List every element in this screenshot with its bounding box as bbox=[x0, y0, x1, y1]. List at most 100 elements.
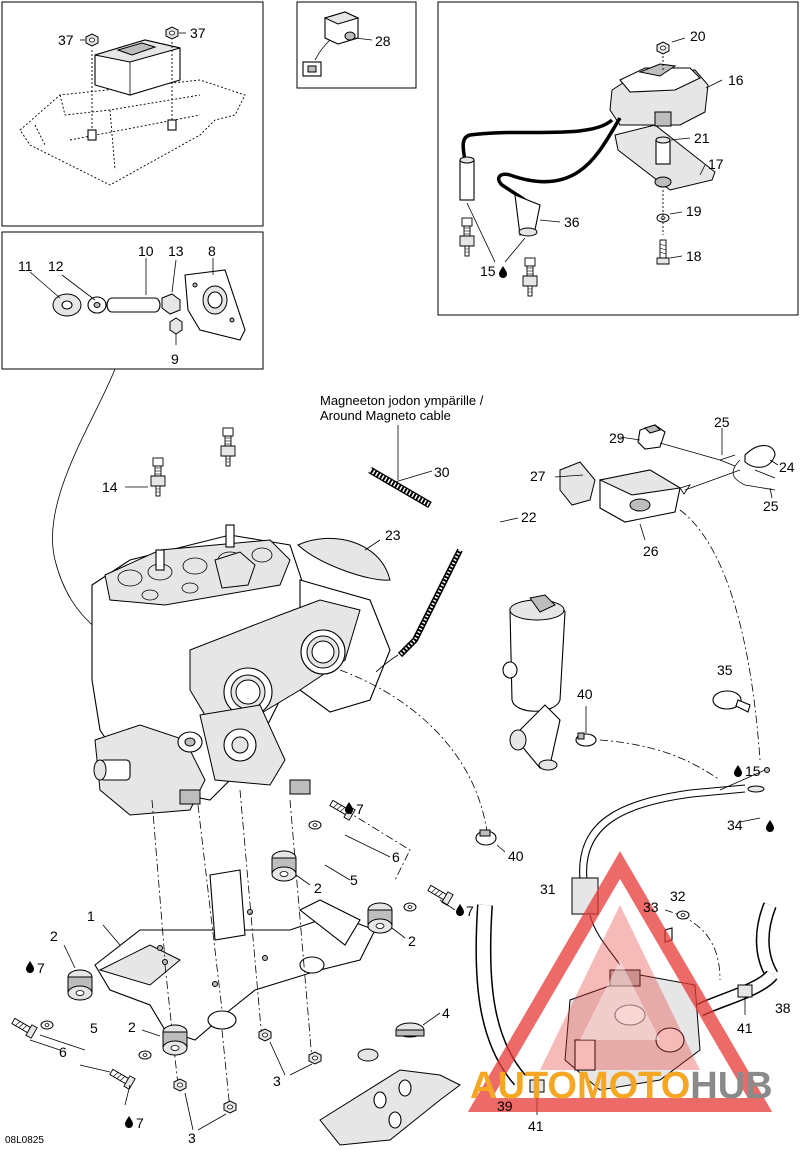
callout-8: 8 bbox=[208, 243, 216, 259]
fluid-drop-icon bbox=[125, 1116, 133, 1128]
clamp-35 bbox=[712, 690, 751, 713]
watermark-text: AUTOMOTOHUB bbox=[470, 1065, 773, 1107]
callout-39: 39 bbox=[497, 1098, 513, 1114]
watermark-auto: AUTO bbox=[470, 1065, 577, 1107]
callout-13: 13 bbox=[168, 243, 184, 259]
callout-23: 23 bbox=[385, 527, 401, 543]
oil-pump-drawing bbox=[564, 969, 701, 1091]
callout-25-bottom: 25 bbox=[763, 498, 779, 514]
callout-6-top: 6 bbox=[392, 849, 400, 865]
callout-11: 11 bbox=[18, 258, 33, 274]
callout-21: 21 bbox=[694, 130, 710, 146]
washer-20-icon bbox=[656, 41, 670, 55]
callout-2-left: 2 bbox=[50, 928, 58, 944]
connector-28-drawing bbox=[302, 11, 373, 77]
oil-tank-drawing bbox=[502, 594, 566, 771]
callout-9: 9 bbox=[171, 351, 179, 367]
callout-41-right: 41 bbox=[737, 1020, 753, 1036]
callout-7-bottom: 7 bbox=[136, 1115, 144, 1131]
harness-drawing bbox=[554, 424, 779, 761]
callout-7-mid: 7 bbox=[466, 903, 474, 919]
washer-32-icon bbox=[676, 910, 690, 920]
callout-19: 19 bbox=[686, 203, 702, 219]
nut-37-right-icon bbox=[165, 26, 179, 40]
rubber-mount-2-mid-icon bbox=[367, 902, 393, 934]
tie-strap-30 bbox=[368, 466, 433, 509]
clamp-40-upper bbox=[575, 706, 597, 747]
support-bracket bbox=[319, 1069, 461, 1146]
electrical-box-drawing bbox=[19, 39, 246, 186]
ignition-coil-drawing bbox=[459, 63, 716, 237]
cover-23 bbox=[297, 538, 391, 581]
callout-14: 14 bbox=[102, 479, 118, 495]
callout-31: 31 bbox=[540, 881, 556, 897]
stopper-4 bbox=[357, 1012, 441, 1062]
callout-28: 28 bbox=[375, 33, 391, 49]
frame-connector-28 bbox=[296, 1, 417, 89]
callout-37-right: 37 bbox=[190, 25, 206, 41]
callout-25-top: 25 bbox=[714, 414, 730, 430]
nut-3-a-icon bbox=[258, 1028, 272, 1042]
frame-rave-detail bbox=[1, 231, 264, 370]
ignition-coil-leaders bbox=[466, 37, 723, 263]
annotation-line-1: Magneeton jodon ympärille / bbox=[320, 393, 484, 408]
bolt-18-icon bbox=[656, 239, 670, 265]
callout-40-upper: 40 bbox=[577, 686, 593, 702]
callout-5-left: 5 bbox=[90, 1020, 98, 1036]
annotation-line-2: Around Magneto cable bbox=[320, 408, 451, 423]
callout-26: 26 bbox=[643, 543, 659, 559]
callout-16: 16 bbox=[728, 72, 744, 88]
washer-5-mid-icon bbox=[403, 902, 417, 912]
nut-3-d-icon bbox=[223, 1100, 237, 1114]
fluid-drop-icon bbox=[766, 820, 774, 832]
callout-4: 4 bbox=[442, 1005, 450, 1021]
bolt-6-low bbox=[107, 1066, 136, 1090]
frame-ignition-coil bbox=[437, 1, 799, 316]
callout-41-bottom: 41 bbox=[528, 1118, 544, 1134]
bolt-6-left bbox=[9, 1015, 38, 1039]
callout-30: 30 bbox=[434, 464, 450, 480]
callout-33: 33 bbox=[643, 899, 659, 915]
spark-plug-15-b-icon bbox=[522, 257, 538, 297]
callout-32: 32 bbox=[670, 888, 686, 904]
fluid-drop-icon bbox=[456, 904, 464, 916]
spark-plug-15-a-icon bbox=[459, 217, 475, 257]
callout-15-lower: 15 bbox=[745, 763, 761, 779]
callout-1: 1 bbox=[87, 908, 95, 924]
callout-2-top: 2 bbox=[314, 880, 322, 896]
callout-7-top: 7 bbox=[356, 801, 364, 817]
callout-17: 17 bbox=[708, 156, 724, 172]
watermark-logo bbox=[467, 851, 773, 1112]
rubber-mount-2-left-icon bbox=[67, 969, 93, 1001]
washer-5-top-icon bbox=[308, 820, 322, 830]
callout-3-right: 3 bbox=[273, 1073, 281, 1089]
callout-40-lower: 40 bbox=[508, 848, 524, 864]
callout-27: 27 bbox=[530, 468, 546, 484]
clamp-41-bottom bbox=[529, 1079, 545, 1115]
nut-3-b-icon bbox=[308, 1051, 322, 1065]
clamp-40-lower bbox=[475, 829, 506, 853]
callout-36: 36 bbox=[564, 214, 580, 230]
watermark-moto: MOTO bbox=[577, 1065, 690, 1107]
frame-electrical-box bbox=[1, 1, 264, 227]
callout-24: 24 bbox=[779, 459, 795, 475]
fluid-drop-icon bbox=[499, 266, 507, 278]
nut-3-c-icon bbox=[173, 1078, 187, 1092]
callout-10: 10 bbox=[138, 243, 154, 259]
fluid-drop-icon bbox=[26, 961, 34, 973]
callout-3-bottom: 3 bbox=[188, 1130, 196, 1146]
callout-15-upper: 15 bbox=[480, 263, 496, 279]
callout-37-left: 37 bbox=[58, 32, 74, 48]
rubber-mount-2-top-icon bbox=[271, 850, 297, 882]
spark-plug-14-right-icon bbox=[220, 427, 236, 467]
spark-plug-14-left-icon bbox=[150, 457, 166, 497]
fluid-drop-icon bbox=[345, 802, 353, 814]
callout-18: 18 bbox=[686, 248, 702, 264]
callout-2-low: 2 bbox=[128, 1019, 136, 1035]
callout-7-left: 7 bbox=[37, 960, 45, 976]
callout-29: 29 bbox=[609, 430, 625, 446]
callout-6-left: 6 bbox=[59, 1044, 67, 1060]
washer-5-left-icon bbox=[40, 1020, 54, 1030]
nut-leaders bbox=[184, 1041, 313, 1131]
